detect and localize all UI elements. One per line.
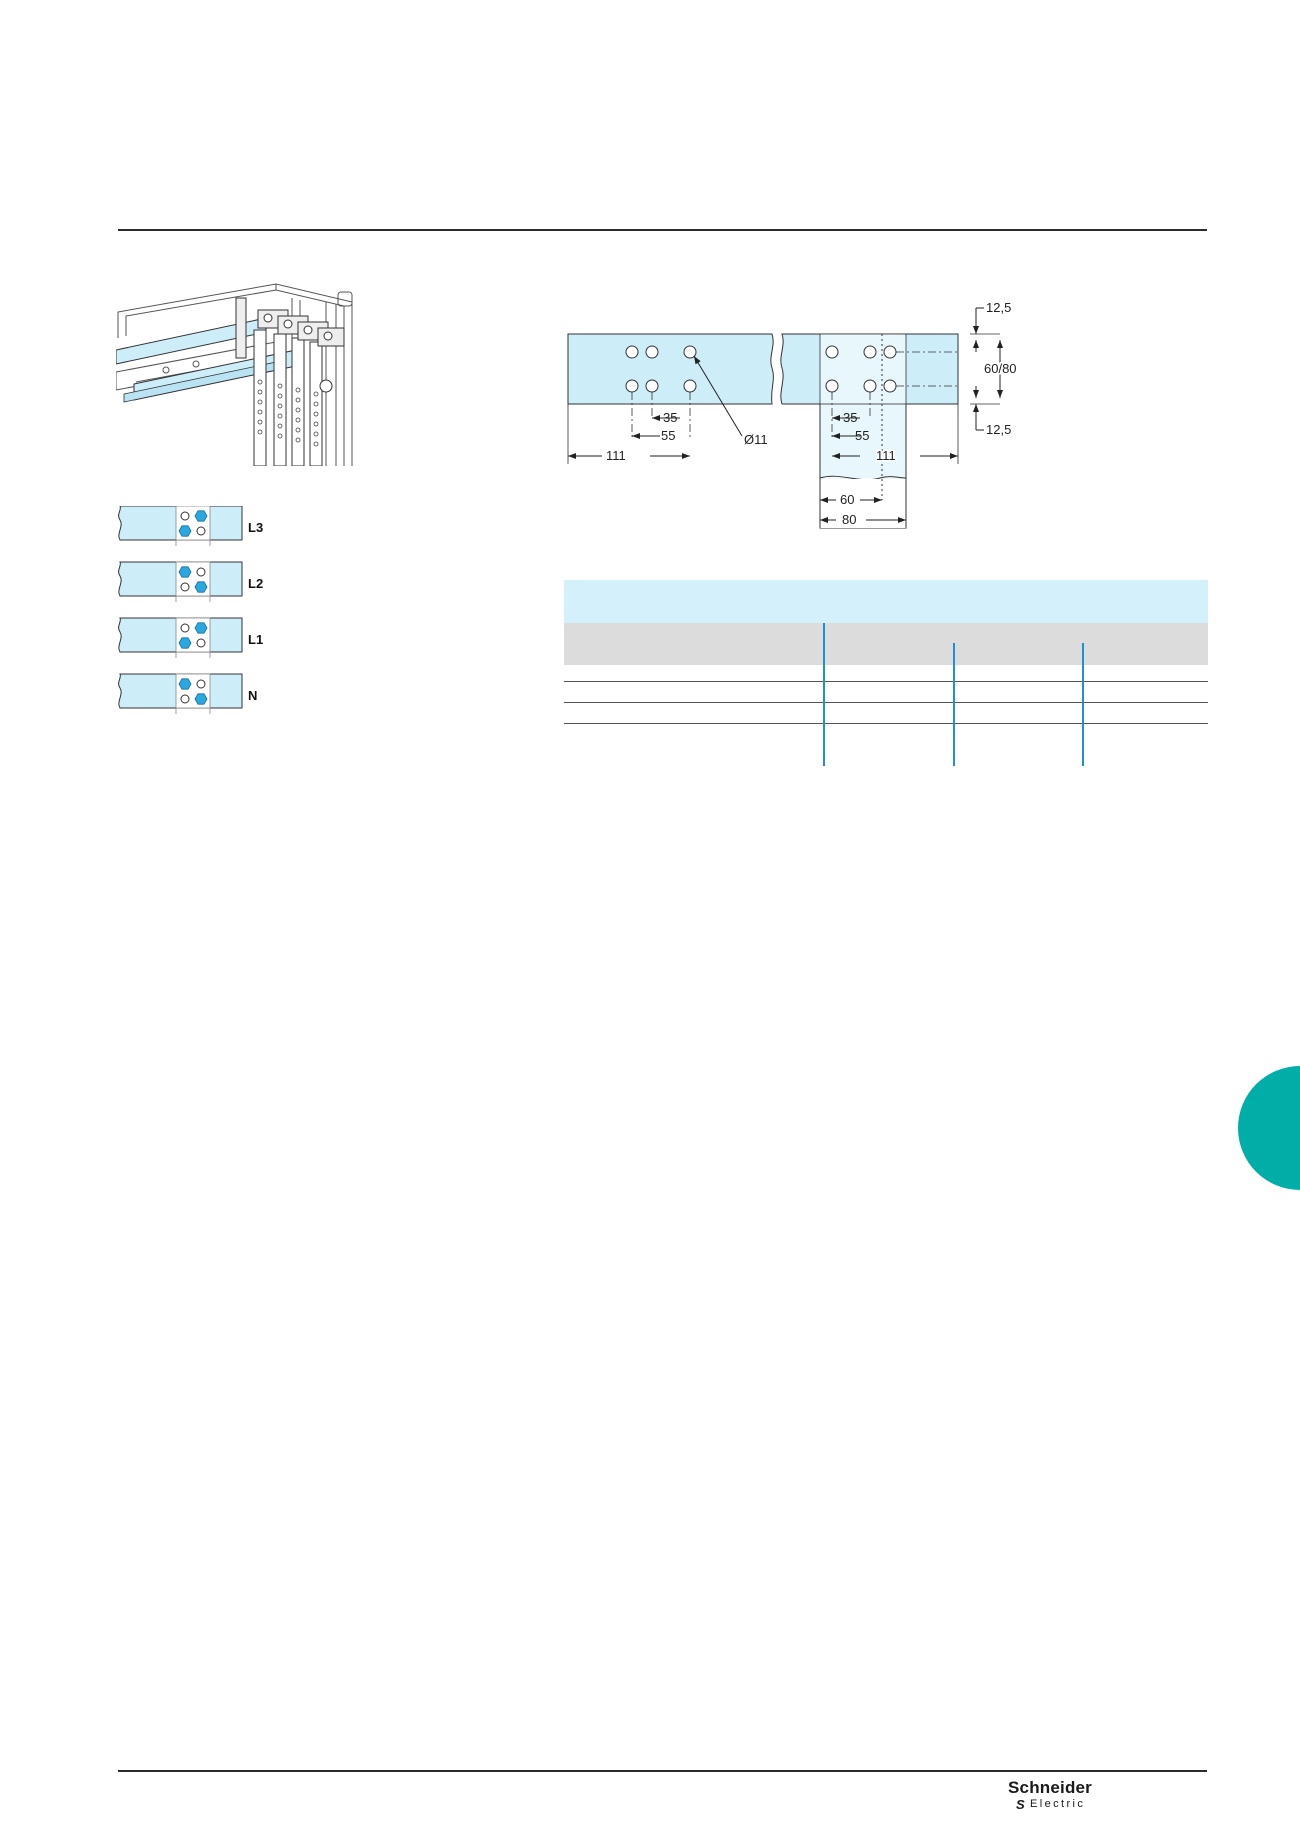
phase-label-l2: L2: [248, 576, 263, 591]
bar-diagram-n: [118, 673, 243, 715]
schneider-logo: Schneider S Electric: [1008, 1778, 1118, 1814]
bar-diagram-l1: [118, 617, 243, 659]
dim-spacing-55-right: 55: [855, 428, 869, 443]
dim-width-80: 80: [842, 512, 856, 527]
dim-top-margin: 12,5: [986, 300, 1011, 315]
table-divider-main: [823, 623, 825, 766]
dim-hole-diameter: Ø11: [744, 432, 768, 447]
table-subheader-band: [564, 623, 1208, 665]
busbar-installation-illustration: [116, 283, 353, 466]
table-row: [564, 703, 1208, 724]
phase-bar-diagrams: L3 L2 L1 N: [118, 506, 263, 715]
bottom-rule: [118, 1770, 1207, 1772]
drilling-dimension-drawing: 12,5 60/80 12,5 35 55 111 Ø11 35 55 111 …: [567, 300, 1018, 529]
dim-offset-111-right: 111: [876, 448, 896, 463]
table-divider-col2: [953, 643, 955, 766]
dim-spacing-35-right: 35: [843, 410, 857, 425]
dim-spacing-35-left: 35: [663, 410, 677, 425]
dim-bar-height: 60/80: [984, 361, 1017, 376]
section-tab-marker: [1238, 1066, 1300, 1190]
logo-brand: Schneider: [1008, 1778, 1092, 1797]
table-row: [564, 681, 1208, 703]
logo-mark-icon: S: [1016, 1797, 1025, 1812]
dim-width-60: 60: [840, 492, 854, 507]
spec-table: [564, 580, 1208, 766]
table-divider-col3: [1082, 643, 1084, 766]
table-header-band: [564, 580, 1208, 623]
phase-label-l3: L3: [248, 520, 263, 535]
phase-label-n: N: [248, 688, 257, 703]
phase-label-l1: L1: [248, 632, 263, 647]
logo-sub: Electric: [1030, 1798, 1086, 1810]
dim-offset-111-left: 111: [606, 448, 626, 463]
top-rule: [118, 229, 1207, 231]
bar-diagram-l2: [118, 561, 243, 603]
dim-spacing-55-left: 55: [661, 428, 675, 443]
bar-diagram-l3: [118, 506, 243, 547]
dim-bottom-margin: 12,5: [986, 422, 1011, 437]
